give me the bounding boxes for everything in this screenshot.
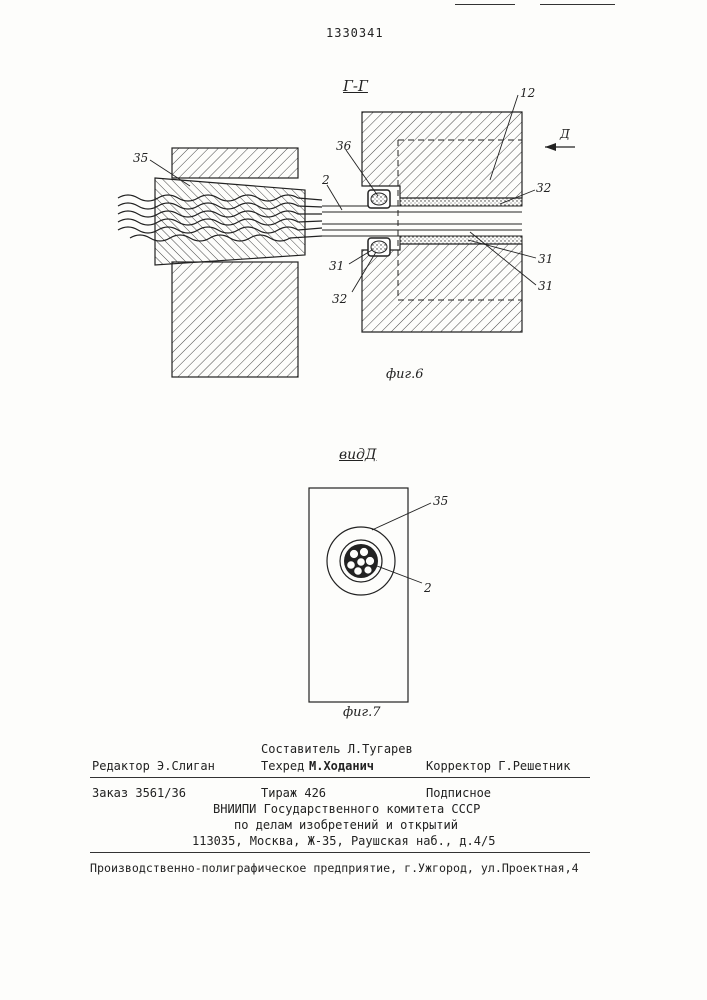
filler-lower <box>400 236 522 244</box>
label-36: 36 <box>336 139 352 153</box>
footer-rule-1 <box>90 777 590 778</box>
label-31c: 31 <box>538 279 553 293</box>
label-12: 12 <box>520 86 535 100</box>
org-line-3: 113035, Москва, Ж-35, Раушская наб., д.4… <box>192 834 495 848</box>
left-block-upper <box>172 148 298 178</box>
fibre-bundle <box>322 206 522 236</box>
left-block-lower <box>172 262 298 377</box>
label-D: Д <box>559 127 570 141</box>
corrector: Корректор Г.Решетник <box>426 759 571 773</box>
footer-rule-2 <box>90 852 590 853</box>
techred-prefix: Техред <box>261 759 304 773</box>
techred-name: М.Ходанич <box>309 759 374 773</box>
label-32: 32 <box>536 181 551 195</box>
label-32b: 32 <box>332 292 347 306</box>
org-line-1: ВНИИПИ Государственного комитета СССР <box>213 802 480 816</box>
label-2: 2 <box>321 173 330 187</box>
figure-7-drawing: 35 2 <box>0 460 707 720</box>
editor: Редактор Э.Слиган <box>92 759 215 773</box>
circulation: Тираж 426 <box>261 786 326 800</box>
org-line-2: по делам изобретений и открытий <box>234 818 458 832</box>
fig7-label-2: 2 <box>423 581 432 595</box>
right-block-lower <box>362 244 522 332</box>
order: Заказ 3561/36 <box>92 786 186 800</box>
compiler: Составитель Л.Тугарев <box>261 742 413 756</box>
figure-6-drawing: 35 36 12 Д 2 32 31 31 31 32 <box>0 0 707 400</box>
fig7-label-35: 35 <box>433 494 448 508</box>
filler-upper <box>400 198 522 206</box>
fig6-caption: фиг.6 <box>386 367 424 382</box>
label-31b: 31 <box>538 252 553 266</box>
subscription: Подписное <box>426 786 491 800</box>
printing-house: Производственно-полиграфическое предприя… <box>90 861 579 875</box>
label-31a: 31 <box>329 259 344 273</box>
fig7-caption: фиг.7 <box>343 705 381 720</box>
label-35: 35 <box>133 151 148 165</box>
